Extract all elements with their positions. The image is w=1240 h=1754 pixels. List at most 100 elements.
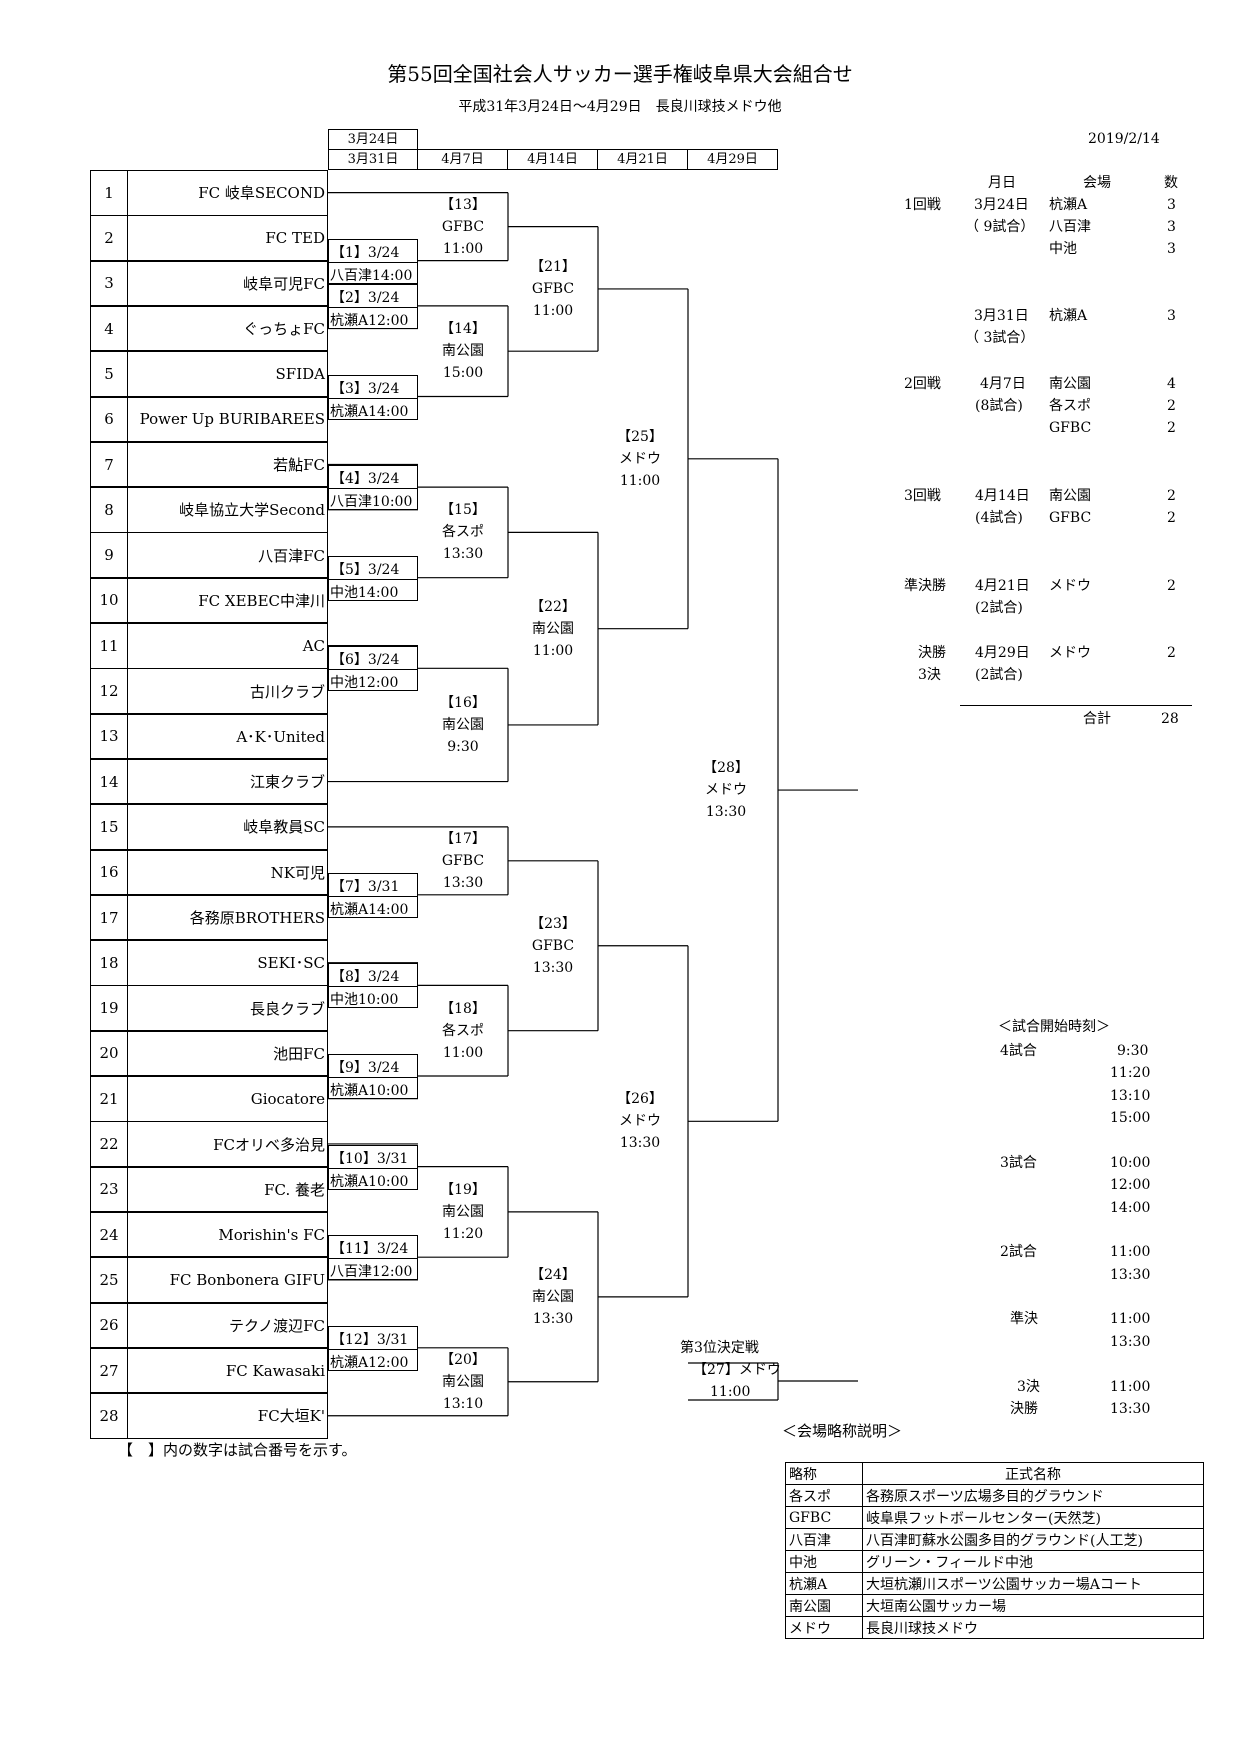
match-venue: GFBC: [531, 937, 575, 954]
match-id: 【24】: [530, 1266, 576, 1283]
sched-venue: 中池: [1049, 241, 1077, 257]
team-name: FC. 養老: [264, 1180, 325, 1199]
divider: [329, 895, 417, 897]
team-name: 長良クラブ: [249, 999, 325, 1018]
venue-abbr: 中池: [785, 1550, 863, 1573]
match-venue: メドウ: [619, 450, 661, 467]
start-times-label: 決勝: [1010, 1401, 1038, 1417]
team-name: FC 岐阜SECOND: [198, 184, 325, 203]
match-id: 【13】: [440, 196, 486, 213]
team-number: 24: [91, 1212, 128, 1257]
match-venue: 南公園: [532, 1288, 574, 1305]
team-name: A･K･United: [236, 727, 325, 746]
match-id: 【20】: [440, 1351, 486, 1368]
match-time: 13:30: [442, 874, 484, 891]
third-place-label: 第3位決定戦: [680, 1340, 759, 1356]
sched-sub: (8試合): [975, 398, 1023, 414]
team-name: 江東クラブ: [249, 773, 325, 792]
sched-venue: 各スポ: [1049, 398, 1091, 414]
match-label: 【17】 GFBC 13:30: [418, 828, 508, 894]
team-number: 1: [91, 171, 128, 215]
divider: [329, 669, 417, 671]
match-id: 【21】: [530, 258, 576, 275]
sched-round: 3回戦: [904, 488, 941, 504]
page-subtitle: 平成31年3月24日～4月29日 長良川球技メドウ他: [458, 99, 782, 115]
team-number: 11: [91, 624, 128, 668]
sched-head-date: 月日: [988, 175, 1016, 191]
sched-count: 4: [1167, 376, 1176, 392]
match-time: 15:00: [442, 365, 484, 382]
team-number: 13: [91, 714, 128, 759]
match-time: 13:30: [442, 546, 484, 563]
match-id: 【17】: [440, 830, 486, 847]
team-name: NK可児: [270, 863, 325, 882]
divider: [329, 1077, 417, 1078]
match-id: 【10】3/31: [331, 1150, 409, 1167]
team-number: 25: [91, 1258, 128, 1302]
team-number: 3: [91, 261, 128, 306]
sched-venue: 杭瀬A: [1049, 197, 1088, 213]
team-number: 19: [91, 986, 128, 1030]
match-id: 【12】3/31: [331, 1331, 409, 1348]
match-id: 【19】: [440, 1181, 486, 1198]
match-venue: 南公園: [442, 1373, 484, 1390]
team-name: SFIDA: [275, 364, 325, 383]
venue-full-name: 各務原スポーツ広場多目的グラウンド: [862, 1484, 1204, 1507]
start-times-label: 準決: [1010, 1311, 1038, 1327]
sched-round: 1回戦: [904, 197, 941, 213]
venue-full-header: 正式名称: [862, 1462, 1204, 1485]
team-name: 古川クラブ: [249, 682, 325, 701]
team-number: 8: [91, 488, 128, 532]
sched-sub: (4試合): [975, 510, 1023, 526]
team-name: 八百津FC: [258, 546, 325, 565]
start-time: 13:30: [1110, 1334, 1151, 1350]
sched-date: 4月7日: [980, 376, 1026, 392]
sched-count: 2: [1167, 398, 1176, 414]
sched-sub: (2試合): [975, 667, 1023, 683]
match-time: 13:30: [619, 1135, 661, 1152]
match-venue-time: 杭瀬A14:00: [330, 403, 409, 420]
match-venue: 各スポ: [442, 1022, 484, 1039]
start-time: 15:00: [1110, 1110, 1151, 1126]
sched-round: 準決勝: [904, 578, 946, 594]
start-time: 12:00: [1110, 1177, 1151, 1193]
sched-date: 3月24日: [974, 197, 1029, 213]
sched-venue: GFBC: [1049, 420, 1092, 436]
match-venue: GFBC: [531, 280, 575, 297]
table-row: メドウ長良川球技メドウ: [785, 1616, 1204, 1639]
venue-abbr: 南公園: [785, 1594, 863, 1617]
page-title: 第55回全国社会人サッカー選手権岐阜県大会組合せ: [387, 62, 853, 86]
match-id: 【25】: [617, 428, 663, 445]
sched-count: 2: [1167, 510, 1176, 526]
team-name: FC XEBEC中津川: [198, 591, 325, 610]
match-id: 【22】: [530, 598, 576, 615]
sched-date: 4月14日: [975, 488, 1030, 504]
match-venue: GFBC: [441, 852, 485, 869]
venue-full-name: 大垣南公園サッカー場: [862, 1594, 1204, 1617]
table-row: 南公園大垣南公園サッカー場: [785, 1594, 1204, 1617]
match-id: 【7】3/31: [331, 878, 400, 895]
